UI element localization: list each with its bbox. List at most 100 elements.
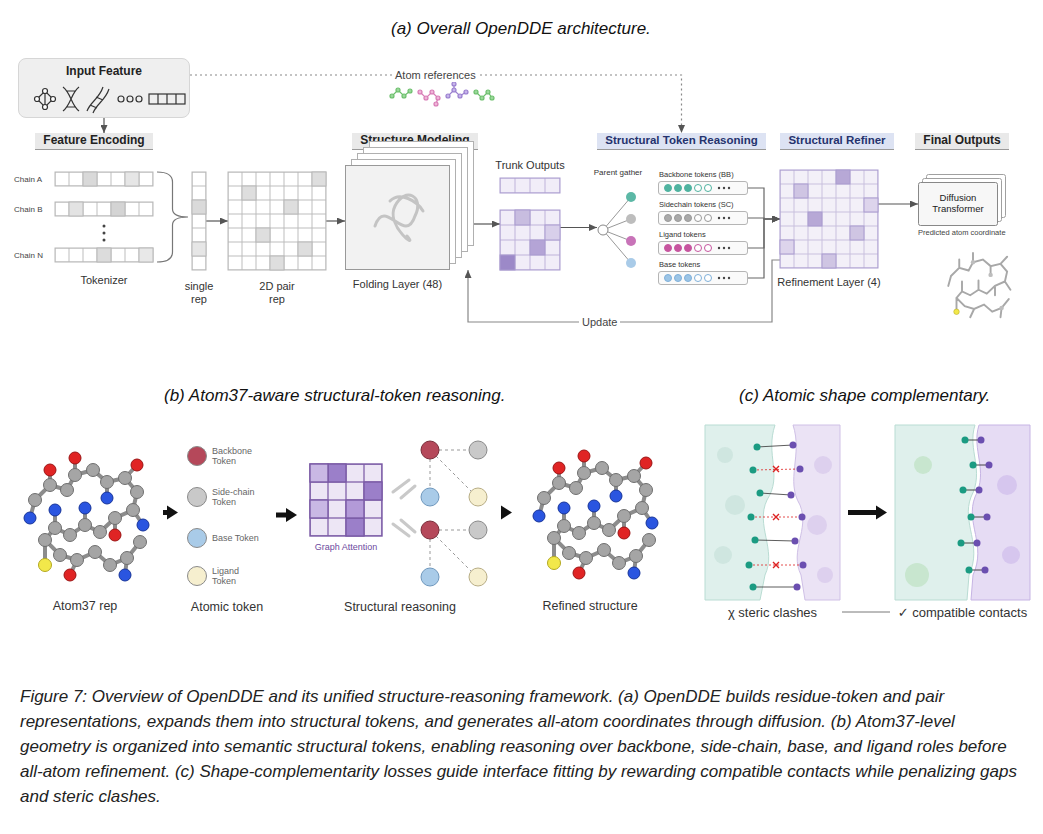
folding-stack	[345, 141, 474, 270]
graphic-path	[705, 425, 775, 600]
graphic-circle	[118, 96, 124, 102]
graphic-circle	[421, 488, 439, 506]
graphic-circle	[408, 89, 412, 93]
graphic-rect	[346, 518, 364, 536]
graphic-circle	[396, 88, 400, 92]
diffusion-box: Diffusion Transformer	[918, 182, 998, 226]
node-label: Sidechain tokens (SC)	[659, 201, 769, 210]
graphic-circle	[797, 466, 804, 473]
graphic-circle	[750, 467, 757, 474]
trunk-outputs	[500, 178, 560, 270]
graphic-circle	[746, 562, 753, 569]
graphic-circle	[685, 245, 692, 252]
graphic-g	[55, 202, 153, 216]
graphic-rect	[111, 202, 125, 216]
graphic-path	[375, 195, 423, 240]
graphic-g	[961, 440, 989, 570]
graphic-g	[718, 217, 730, 219]
connector	[878, 204, 918, 205]
graphic-circle	[807, 515, 827, 535]
graphic-g	[418, 90, 440, 106]
graphic-circle	[717, 447, 733, 463]
graphic-circle	[436, 96, 440, 100]
graphic-circle	[986, 462, 993, 469]
graphic-g	[746, 444, 764, 591]
figure-caption: Figure 7: Overview of OpenDDE and its un…	[20, 684, 1025, 809]
graphic-rect	[864, 198, 878, 212]
graphic-circle	[960, 487, 967, 494]
refinement-grid: Refinement Layer (4)	[780, 170, 878, 268]
atom37-molecule	[15, 440, 155, 585]
graphic-rect	[284, 200, 298, 214]
graphic-g	[35, 87, 186, 113]
graphic-use	[533, 450, 658, 579]
panel-title: (a) Overall OpenDDE architecture.	[391, 19, 651, 39]
input-box: Input Feature	[18, 58, 190, 118]
pair-grid	[228, 172, 326, 270]
graphic-circle	[968, 514, 975, 521]
graphic-g	[665, 275, 692, 282]
graphic-path	[793, 425, 840, 600]
legend-swatch	[187, 528, 207, 548]
graphic-circle	[136, 96, 142, 102]
node-label: Atom37 rep	[15, 599, 155, 613]
graphic-g	[695, 215, 712, 222]
connector	[206, 221, 228, 222]
graphic-g	[718, 187, 730, 189]
node-label: Parent gather	[583, 168, 653, 177]
legend-swatch	[187, 487, 207, 507]
reasoning-panel: Structural reasoning Graph Attention	[305, 440, 495, 590]
graphic-g	[718, 247, 730, 249]
node-label: Base tokens	[659, 261, 769, 270]
token-row: Base tokens	[658, 271, 748, 285]
graphic-rect	[312, 172, 326, 186]
graphic-circle	[424, 96, 428, 100]
graphic-circle	[988, 273, 992, 277]
connector-line	[748, 219, 780, 278]
graphic-path	[971, 425, 1030, 600]
graphic-rect	[192, 242, 206, 256]
graphic-rect	[780, 240, 794, 254]
graphic-rect	[97, 248, 111, 262]
connector	[560, 227, 597, 228]
graphic-g	[974, 437, 993, 574]
single-rep-column	[192, 172, 206, 270]
graphic-circle	[705, 215, 712, 222]
parent-gather-tree	[597, 185, 639, 275]
graphic-circle	[705, 185, 712, 192]
graphic-g	[905, 456, 932, 587]
graphic-g	[474, 90, 494, 100]
graphic-circle	[705, 275, 712, 282]
graphic-circle	[966, 567, 973, 574]
graphic-rect	[836, 170, 850, 184]
interface-panel: ✓ compatible contacts	[895, 425, 1030, 600]
graphic-circle	[626, 214, 636, 224]
graphic-rect	[794, 184, 808, 198]
graphic-circle	[35, 97, 40, 102]
graphic-circle	[469, 568, 487, 586]
node-label: Refinement Layer (4)	[769, 276, 889, 289]
connector	[163, 506, 178, 520]
connector-line	[748, 188, 780, 219]
graphic-rect	[83, 172, 97, 186]
graphic-circle	[757, 490, 764, 497]
graphic-rect	[346, 500, 364, 518]
graphic-g	[665, 215, 692, 222]
node-label: single rep	[181, 280, 217, 305]
legend-label: Base Token	[212, 533, 264, 543]
graphic-circle	[469, 441, 487, 459]
arrow-head	[286, 508, 297, 522]
graphic-circle	[914, 456, 932, 474]
graphic-circle	[675, 245, 682, 252]
graphic-circle	[103, 225, 106, 228]
node-label: Structural Refiner	[788, 134, 885, 147]
graphic-g	[500, 210, 560, 270]
graphic-circle	[958, 540, 965, 547]
graphic-circle	[626, 192, 636, 202]
graphic-g	[310, 464, 382, 536]
graphic-circle	[43, 105, 48, 110]
arrow-head	[501, 506, 512, 520]
graphic-g	[55, 172, 153, 186]
graphic-g	[807, 456, 833, 583]
